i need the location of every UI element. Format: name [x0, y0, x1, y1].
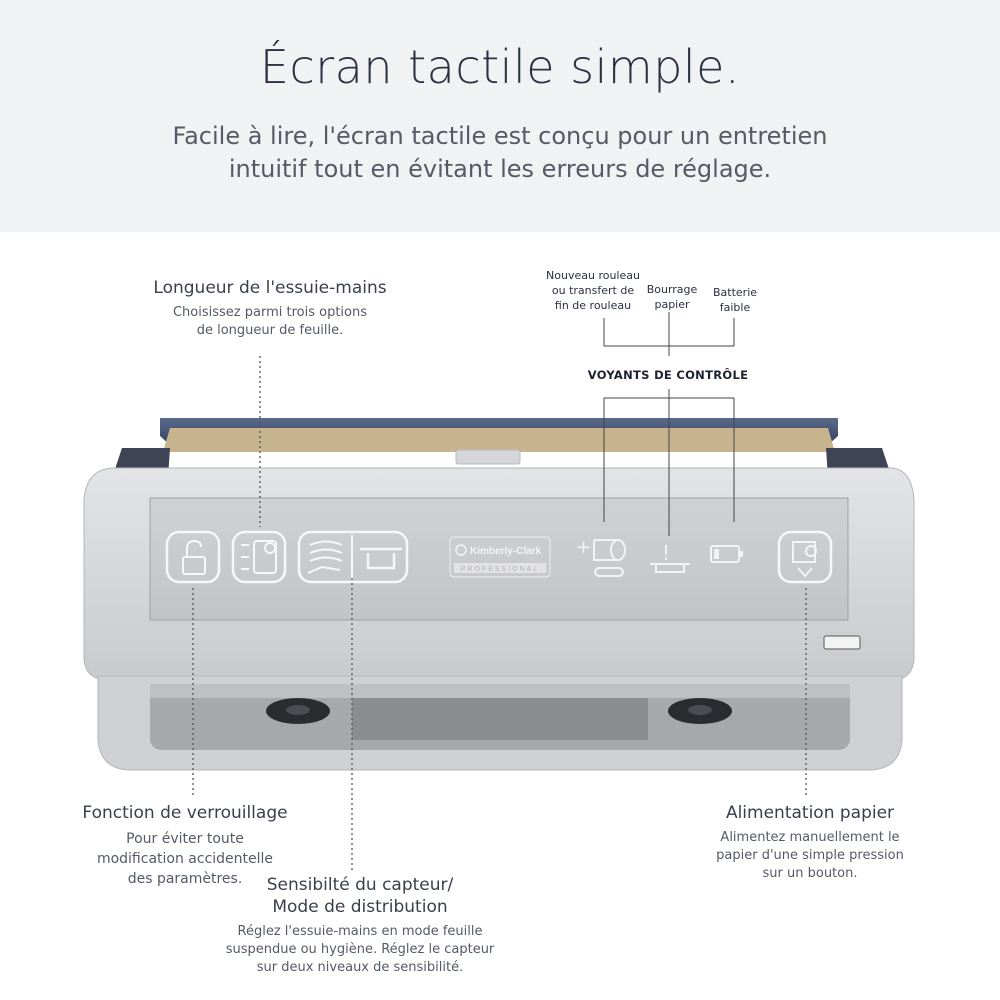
- new-roll-icon: [593, 539, 618, 561]
- callout-sensor-desc-1: Réglez l'essuie-mains en mode feuille: [237, 924, 483, 939]
- indicators-heading: VOYANTS DE CONTRÔLE: [587, 368, 749, 382]
- callout-sensor-desc-2: suspendue ou hygiène. Réglez le capteur: [225, 942, 495, 957]
- indicator-jam-label: Bourrage papier: [637, 282, 707, 312]
- length-button: [231, 530, 287, 584]
- plus-symbol: +: [576, 537, 591, 558]
- page-title: Écran tactile simple.: [259, 40, 741, 94]
- callout-sensor-title-2: Mode de distribution: [272, 897, 448, 917]
- brand-name: Kimberly-Clark: [470, 546, 542, 557]
- callout-sensor-desc-3: sur deux niveaux de sensibilité.: [256, 960, 464, 975]
- callout-feed-desc-2: papier d'une simple pression: [716, 848, 904, 863]
- callout-feed-title: Alimentation papier: [725, 803, 895, 823]
- callout-lock-desc-1: Pour éviter toute: [126, 831, 244, 847]
- callout-lock-desc-3: des paramètres.: [127, 871, 243, 887]
- lock-icon: [182, 556, 206, 575]
- callout-length-desc-1: Choisissez parmi trois options: [172, 305, 368, 320]
- indicator-new-roll-line-3: fin de rouleau: [554, 299, 632, 312]
- paper-feed-panel-button: [777, 530, 833, 584]
- page-subtitle: Facile à lire, l'écran tactile est conçu…: [150, 120, 850, 186]
- brand-sub: PROFESSIONAL: [461, 566, 539, 573]
- paper-feed-icon: [792, 541, 816, 563]
- hand-wave-icon: [309, 540, 343, 562]
- subtitle-line-2: intuitif tout en évitant les erreurs de …: [228, 155, 772, 183]
- callout-length: Longueur de l'essuie-mains Choisissez pa…: [130, 278, 410, 340]
- mode-sensor-button: [297, 530, 409, 584]
- callout-lock-title: Fonction de verrouillage: [82, 803, 288, 823]
- brand-logo-icon: [455, 544, 467, 556]
- callout-sensor-title-1: Sensibilté du capteur/: [266, 875, 454, 895]
- indicator-bracket-top: [603, 312, 735, 356]
- callout-feed: Alimentation papier Alimentez manuelleme…: [680, 803, 940, 883]
- callout-sensor: Sensibilté du capteur/ Mode de distribut…: [205, 875, 515, 977]
- subtitle-line-1: Facile à lire, l'écran tactile est conçu…: [172, 122, 828, 150]
- dispenser-tan-inner: [163, 428, 835, 452]
- callout-lock: Fonction de verrouillage Pour éviter tou…: [60, 803, 310, 889]
- brand-badge: [449, 536, 551, 578]
- feed-button: [823, 635, 861, 650]
- indicator-new-roll-line-2: ou transfert de: [551, 284, 635, 297]
- indicator-bracket-bottom: [603, 389, 735, 536]
- indicator-new-roll-line-1: Nouveau rouleau: [546, 269, 640, 282]
- dispenser-slot: [352, 698, 648, 740]
- indicator-jam-line-1: Bourrage: [646, 283, 698, 296]
- indicator-new-roll-label: Nouveau rouleau ou transfert de fin de r…: [538, 268, 648, 313]
- hanging-sheet-icon: [360, 547, 402, 570]
- paper-length-icon: [241, 544, 249, 570]
- callout-length-desc-2: de longueur de feuille.: [196, 323, 344, 338]
- indicator-battery-label: Batterie faible: [700, 285, 770, 315]
- callout-feed-desc-3: sur un bouton.: [762, 866, 858, 881]
- callout-feed-desc-1: Alimentez manuellement le: [720, 830, 900, 845]
- indicator-jam-line-2: papier: [654, 298, 690, 311]
- lock-button: [165, 530, 221, 584]
- callout-length-title: Longueur de l'essuie-mains: [153, 278, 387, 298]
- dispenser-tab: [455, 449, 521, 465]
- jam-icon: !: [662, 541, 670, 565]
- indicator-battery-line-1: Batterie: [712, 286, 758, 299]
- dispenser-inner-strip: [150, 684, 850, 698]
- touch-panel: [149, 497, 849, 621]
- header-band: Écran tactile simple. Facile à lire, l'é…: [0, 0, 1000, 232]
- indicator-battery-line-2: faible: [719, 301, 751, 314]
- callout-lock-desc-2: modification accidentelle: [96, 851, 274, 867]
